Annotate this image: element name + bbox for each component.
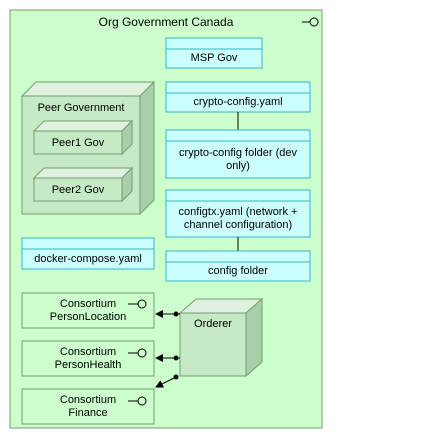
config-folder-artifact	[165, 250, 311, 282]
org-interface-icon	[302, 17, 319, 27]
orderer-node	[178, 297, 264, 378]
configtx-yaml-label: configtx.yaml (network + channel configu…	[178, 206, 298, 231]
peer-government-title: Peer Government	[37, 101, 125, 114]
orderer-connections	[155, 310, 180, 388]
msp-label: MSP Gov	[190, 52, 238, 64]
docker-compose-artifact	[21, 237, 155, 270]
org-title: Org Government Canada	[98, 14, 234, 29]
msp-artifact	[165, 37, 263, 69]
crypto-config-folder-label: crypto-config folder (dev only)	[179, 146, 297, 172]
consortium-personlocation-label: Consortium PersonLocation	[49, 298, 127, 323]
consortium-personhealth-label: Consortium PersonHealth	[54, 346, 122, 371]
config-folder-label: config folder	[208, 265, 268, 277]
consortium-finance-label: Consortium Finance	[59, 394, 117, 419]
peer2-label: Peer2 Gov	[51, 183, 105, 196]
orderer-label: Orderer	[194, 317, 232, 330]
consortium-personhealth-box	[21, 340, 155, 377]
crypto-config-yaml-label: crypto-config.yaml	[193, 96, 283, 108]
docker-compose-label: docker-compose.yaml	[34, 252, 142, 265]
crypto-config-folder-artifact	[165, 129, 311, 179]
consortium-personlocation-box	[21, 292, 155, 329]
peer1-label: Peer1 Gov	[51, 136, 105, 149]
consortium-finance-box	[21, 388, 155, 425]
peer1-node	[32, 119, 134, 156]
configtx-yaml-artifact	[165, 189, 311, 238]
peer2-node	[32, 166, 134, 203]
crypto-config-yaml-artifact	[165, 81, 311, 113]
